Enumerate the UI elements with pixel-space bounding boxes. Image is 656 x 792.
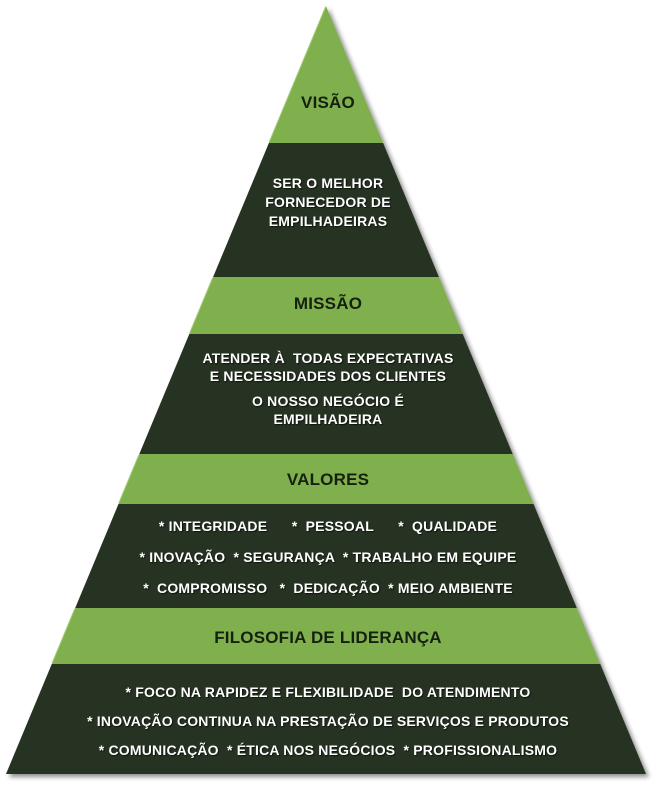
values-heading: VALORES [0, 470, 656, 490]
band-highlight [51, 608, 76, 664]
leadership-heading: FILOSOFIA DE LIDERANÇA [0, 628, 656, 648]
leadership-line: * COMUNICAÇÃO * ÉTICA NOS NEGÓCIOS * PRO… [98, 742, 558, 758]
vision-content: SER O MELHOR FORNECEDOR DE EMPILHADEIRAS [0, 174, 656, 231]
mission-title-band [189, 277, 463, 334]
vision-heading: VISÃO [0, 93, 656, 113]
mission-content-band [139, 334, 513, 454]
mission-line: E NECESSIDADES DOS CLIENTES [209, 368, 447, 384]
values-title-band [118, 454, 534, 504]
mission-title: MISSÃO [293, 294, 363, 313]
values-line: * INOVAÇÃO * SEGURANÇA * TRABALHO EM EQU… [139, 549, 517, 565]
mission-content: ATENDER À TODAS EXPECTATIVAS E NECESSIDA… [0, 349, 656, 428]
values-content-band [75, 504, 577, 608]
vision-line: FORNECEDOR DE [265, 194, 391, 210]
leadership-content-band [6, 664, 646, 774]
vision-content-band [213, 143, 439, 277]
band-highlight [268, 6, 327, 143]
mission-line: EMPILHADEIRA [273, 411, 383, 427]
mission-heading: MISSÃO [0, 294, 656, 314]
mission-line: ATENDER À TODAS EXPECTATIVAS [202, 350, 454, 366]
leadership-title-band [51, 608, 601, 664]
vision-line: SER O MELHOR [272, 175, 384, 191]
vision-title-band [268, 6, 384, 143]
band-highlight [189, 277, 214, 334]
leadership-content: * FOCO NA RAPIDEZ E FLEXIBILIDADE DO ATE… [0, 678, 656, 765]
values-line: * COMPROMISSO * DEDICAÇÃO * MEIO AMBIENT… [143, 580, 513, 596]
leadership-line: * INOVAÇÃO CONTINUA NA PRESTAÇÃO DE SERV… [87, 713, 569, 729]
values-line: * INTEGRIDADE * PESSOAL * QUALIDADE [158, 518, 498, 534]
leadership-title: FILOSOFIA DE LIDERANÇA [214, 628, 442, 647]
vision-title: VISÃO [301, 93, 355, 112]
band-highlight [118, 454, 140, 504]
mission-line: O NOSSO NEGÓCIO É [252, 393, 404, 409]
vision-line: EMPILHADEIRAS [268, 213, 388, 229]
leadership-line: * FOCO NA RAPIDEZ E FLEXIBILIDADE DO ATE… [125, 684, 531, 700]
values-title: VALORES [286, 470, 370, 489]
values-content: * INTEGRIDADE * PESSOAL * QUALIDADE * IN… [0, 511, 656, 604]
